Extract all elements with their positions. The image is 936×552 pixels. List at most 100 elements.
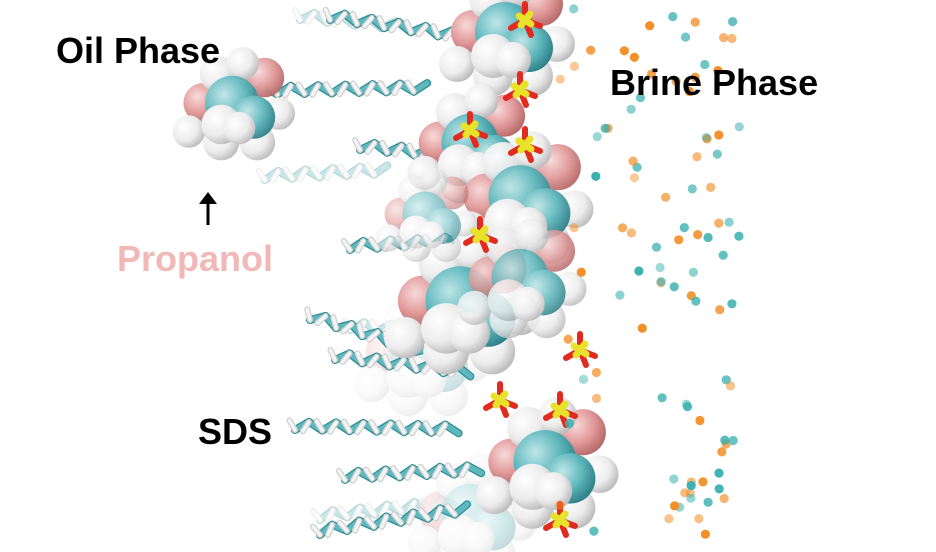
chloride-ion	[669, 474, 679, 484]
chloride-ion	[703, 232, 713, 243]
hydrogen-bond-highlight	[446, 504, 457, 517]
sodium-ion	[619, 46, 630, 56]
sodium-ion	[629, 173, 640, 183]
chloride-ion	[728, 435, 738, 446]
hydrogen-bond	[310, 165, 323, 181]
carbon-bond-highlight	[357, 164, 377, 178]
chloride-ion	[615, 290, 625, 300]
chloride-ion	[589, 526, 599, 536]
hydrogen-bond-highlight	[315, 314, 328, 326]
carbon-bond-highlight	[297, 10, 318, 23]
carbon-bond-highlight	[384, 502, 405, 515]
hydrogen-bond-highlight	[340, 351, 352, 364]
hydrogen-atom	[407, 525, 442, 552]
hydrogen-bond-highlight	[342, 419, 352, 433]
carbon-bond-highlight	[317, 507, 336, 523]
hydrogen-bond	[283, 166, 296, 182]
chloride-ion	[669, 282, 679, 292]
hydrogen-bond-highlight	[350, 12, 359, 26]
hydrogen-bond-highlight	[342, 239, 352, 252]
hydrogen-bond	[351, 163, 363, 180]
carbon-bond	[355, 503, 379, 519]
hydrogen-bond-highlight	[338, 506, 349, 520]
chloride-ion	[687, 184, 697, 194]
hydrogen-bond-highlight	[306, 11, 317, 24]
hydrogen-bond	[255, 167, 268, 183]
chloride-ion	[703, 497, 713, 507]
sodium-ion	[700, 529, 711, 539]
sodium-ion	[690, 72, 700, 82]
hydrogen-bond-highlight	[395, 358, 406, 371]
hydrogen-bond-highlight	[380, 141, 389, 155]
sodium-ion	[715, 305, 725, 315]
hydrogen-bond-highlight	[369, 420, 379, 434]
hydrogen-bond-highlight	[335, 12, 347, 24]
hydrogen-bond-highlight	[296, 82, 307, 96]
hydrogen-bond-highlight	[351, 469, 360, 483]
sodium-ion	[698, 477, 708, 487]
carbon-bond	[383, 500, 406, 516]
chloride-ion	[691, 296, 701, 306]
sodium-ion	[719, 493, 729, 504]
hydrogen-bond-highlight	[378, 81, 389, 95]
chloride-ion	[564, 418, 575, 429]
hydrogen-bond	[310, 508, 323, 523]
sodium-ion	[714, 130, 724, 140]
hydrogen-bond	[304, 10, 318, 25]
hydrogen-bond-highlight	[353, 505, 362, 520]
hydrogen-bond-highlight	[351, 81, 361, 95]
sodium-ion	[645, 21, 655, 31]
chloride-ion	[700, 59, 710, 70]
sulfur-atom	[517, 135, 534, 154]
sodium-ion	[680, 488, 690, 498]
hydrogen-bond-highlight	[365, 516, 376, 529]
sodium-ion	[674, 235, 684, 245]
alkyl-chain	[309, 500, 472, 539]
hydrogen-bond-highlight	[377, 16, 386, 30]
sodium-ion	[725, 381, 736, 391]
carbon-bond	[315, 164, 337, 182]
hydrogen-bond-highlight	[355, 351, 364, 366]
hydrogen-bond-highlight	[356, 239, 365, 253]
sulfur-atom	[492, 390, 509, 409]
carbon-bond-highlight	[302, 166, 323, 181]
hydrogen-bond-highlight	[284, 167, 294, 181]
carbon-bond-highlight	[289, 166, 309, 182]
chloride-ion	[635, 93, 646, 103]
carbon-bond	[397, 498, 419, 516]
carbon-bond-highlight	[311, 10, 330, 26]
carbon-bond	[274, 166, 297, 183]
hydrogen-bond-highlight	[368, 354, 379, 367]
hydrogen-bond-highlight	[366, 163, 376, 177]
sodium-ion	[569, 61, 580, 71]
hydrogen-atom	[384, 316, 426, 359]
sodium-ion	[647, 69, 657, 79]
chloride-ion	[591, 171, 601, 181]
hydrogen-bond-highlight	[323, 8, 332, 22]
sodium-ion	[586, 45, 596, 55]
sodium-ion	[563, 334, 573, 344]
hydrogen-bond-highlight	[407, 143, 417, 158]
chloride-ion	[600, 123, 610, 133]
hydrogen-atom	[417, 221, 445, 249]
chloride-ion	[626, 104, 636, 114]
chloride-ion	[668, 12, 678, 22]
hydrogen-bond-highlight	[364, 467, 374, 481]
chloride-ion	[734, 231, 744, 241]
chloride-ion	[712, 149, 722, 159]
sodium-ion	[727, 33, 737, 44]
hydrogen-bond	[337, 163, 350, 179]
hydrogen-bond-highlight	[409, 358, 419, 372]
carbon-bond-highlight	[329, 165, 350, 179]
hydrogen-bond	[379, 501, 391, 518]
hydrogen-bond-highlight	[437, 422, 447, 436]
hydrogen-bond	[324, 507, 336, 524]
propanol-label: Propanol	[117, 238, 274, 279]
chloride-ion	[727, 299, 737, 309]
hydrogen-bond-highlight	[324, 82, 334, 96]
carbon-bond-highlight	[398, 499, 417, 515]
hydrogen-bond-highlight	[460, 463, 469, 477]
sodium-ion	[671, 76, 681, 86]
hydrogen-atom	[495, 42, 531, 78]
sulfate-group	[463, 216, 498, 253]
